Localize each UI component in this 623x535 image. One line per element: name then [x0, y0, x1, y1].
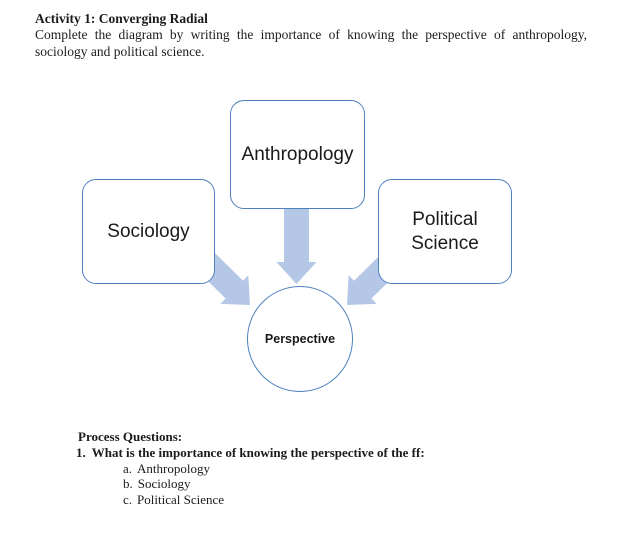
activity-title: Activity 1: Converging Radial: [35, 11, 208, 26]
header-block: Activity 1: Converging Radial Complete t…: [35, 10, 587, 60]
process-questions-block: Process Questions: 1. What is the importa…: [76, 429, 425, 508]
center-node-perspective: Perspective: [247, 286, 353, 392]
question-1-number: 1.: [76, 444, 86, 460]
question-1-sub-a: a.Anthropology: [123, 461, 425, 477]
node-anthropology-label: Anthropology: [241, 143, 354, 165]
activity-instructions: Complete the diagram by writing the impo…: [35, 27, 587, 59]
sub-item-c-marker: c.: [123, 492, 133, 508]
sub-item-b-marker: b.: [123, 476, 133, 492]
question-1-sub-b: b.Sociology: [123, 476, 425, 492]
sub-item-c-label: Political Science: [137, 492, 225, 508]
node-political-science-label: Political Science: [411, 208, 479, 254]
process-questions-heading: Process Questions:: [78, 429, 183, 444]
node-sociology-label: Sociology: [107, 220, 190, 242]
sub-item-b-label: Sociology: [137, 476, 191, 492]
sub-item-a-label: Anthropology: [137, 460, 210, 476]
question-1: 1. What is the importance of knowing the …: [76, 445, 425, 461]
node-political-science: Political Science: [378, 179, 512, 284]
node-sociology: Sociology: [82, 179, 215, 284]
center-node-label: Perspective: [264, 332, 336, 346]
question-1-text: What is the importance of knowing the pe…: [91, 444, 425, 460]
anthropology-arrow-icon: [276, 205, 317, 284]
question-1-sub-c: c.Political Science: [123, 492, 425, 508]
node-anthropology: Anthropology: [230, 100, 365, 209]
sub-item-a-marker: a.: [123, 460, 133, 476]
